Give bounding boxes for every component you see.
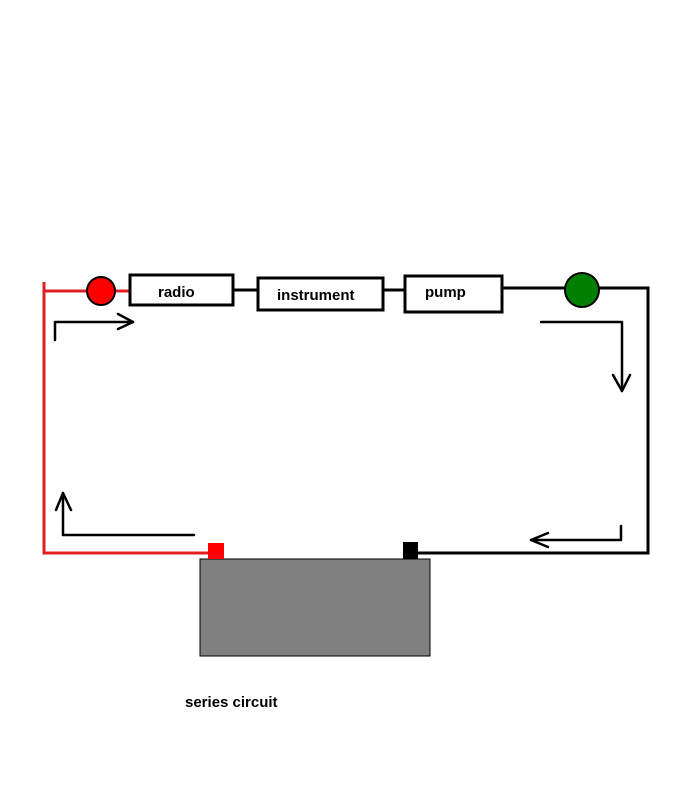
diagram-caption: series circuit [185,694,278,711]
component-pump: pump [403,274,504,314]
positive-wire [42,282,208,555]
negative-terminal [403,542,418,559]
pump-label: pump [425,284,466,301]
component-radio: radio [128,273,235,307]
battery [199,542,431,657]
positive-terminal [208,543,224,559]
bottom-right-flow-arrow-icon [529,524,623,549]
radio-label: radio [158,284,195,301]
component-instrument: instrument [256,276,385,312]
left-up-flow-arrow-icon [54,491,196,537]
instrument-label: instrument [277,287,355,304]
pump-box [403,274,504,314]
green-connection-dot-icon [564,272,600,308]
top-left-flow-arrow-icon [53,312,135,342]
negative-wire [232,286,650,555]
red-connection-dot-icon [86,276,116,306]
instrument-box [256,276,385,312]
radio-box [128,273,235,307]
battery-body [199,558,431,657]
right-down-flow-arrow-icon [539,320,632,393]
